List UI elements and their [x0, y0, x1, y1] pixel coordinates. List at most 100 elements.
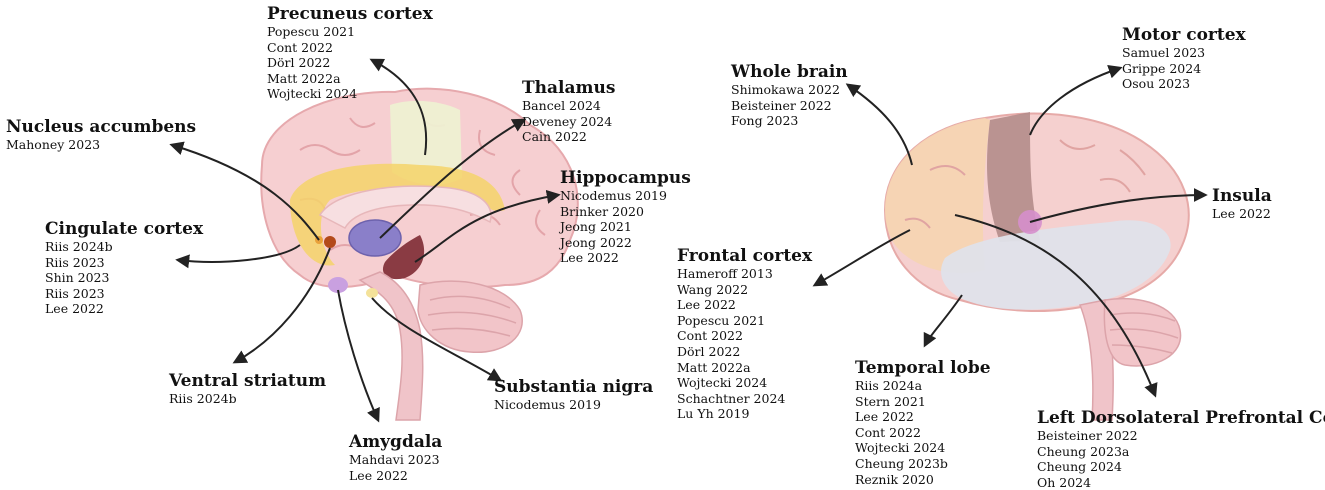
- label-insula: Insula Lee 2022: [1212, 186, 1272, 222]
- reference: Shin 2023: [45, 270, 110, 286]
- sagittal-brain-illustration: [260, 87, 579, 421]
- region-title: Left Dorsolateral Prefrontal Cortex: [1037, 408, 1325, 428]
- reference: Lee 2022: [560, 250, 619, 266]
- arrow-insula: [1029, 188, 1208, 223]
- region-title: Thalamus: [522, 78, 616, 98]
- corpus-callosum: [318, 185, 492, 230]
- reference: Riis 2023: [45, 285, 105, 301]
- reference: Cheung 2023b: [855, 455, 948, 471]
- reference: Samuel 2023: [1122, 45, 1206, 60]
- reference: Schachtner 2024: [677, 390, 786, 406]
- reference: Jeong 2022: [560, 234, 632, 250]
- reference: Cheung 2024: [1037, 459, 1122, 475]
- reference: Wojtecki 2024: [267, 86, 358, 102]
- arrow-thalamus: [379, 118, 527, 239]
- reference: Bancel 2024: [522, 98, 601, 113]
- temporal-lobe-region: [941, 220, 1171, 310]
- label-substantia-nigra: Substantia nigra Nicodemus 2019: [494, 377, 653, 413]
- reference: Riis 2024b: [169, 391, 237, 406]
- amygdala-shape: [328, 277, 348, 293]
- region-title: Substantia nigra: [494, 377, 654, 397]
- arrow-hippocampus: [414, 189, 561, 263]
- reference: Fong 2023: [731, 113, 799, 129]
- region-title: Temporal lobe: [855, 358, 991, 378]
- label-left-dorsolateral-prefrontal-cortex: Left Dorsolateral Prefrontal Cortex Beis…: [1037, 408, 1325, 490]
- arrow-motor-cortex: [1029, 64, 1123, 136]
- reference: Riis 2023: [45, 254, 105, 270]
- cerebellum-lateral-folia: [1109, 312, 1179, 354]
- label-cingulate-cortex: Cingulate cortex Riis 2024b Riis 2023 Sh…: [45, 219, 203, 317]
- reference: Nicodemus 2019: [494, 397, 601, 412]
- reference: Shimokawa 2022: [731, 82, 840, 97]
- region-title: Ventral striatum: [169, 371, 327, 391]
- reference: Popescu 2021: [267, 24, 356, 39]
- lateral-brain-illustration: [883, 112, 1190, 421]
- reference: Beisteiner 2022: [731, 97, 832, 113]
- cerebellum-lateral: [1103, 298, 1182, 367]
- reference: Cheung 2023a: [1037, 443, 1130, 459]
- reference: Popescu 2021: [677, 312, 766, 328]
- reference: Oh 2024: [1037, 474, 1092, 490]
- hippocampus-shape: [382, 235, 425, 280]
- reference: Wojtecki 2024: [677, 375, 768, 391]
- reference: Cont 2022: [855, 424, 921, 440]
- reference: Reznik 2020: [855, 471, 934, 487]
- region-title: Amygdala: [349, 432, 443, 452]
- reference: Matt 2022a: [267, 70, 341, 86]
- reference: Mahoney 2023: [6, 137, 101, 152]
- sulci-lateral: [904, 139, 1146, 229]
- motor-cortex-region: [987, 112, 1040, 242]
- reference: Cont 2022: [267, 39, 333, 55]
- arrow-temporal-lobe: [923, 294, 963, 348]
- arrow-frontal-cortex: [812, 229, 911, 287]
- label-hippocampus: Hippocampus Nicodemus 2019 Brinker 2020 …: [560, 168, 691, 266]
- reference: Wang 2022: [677, 281, 749, 297]
- pointer-arrows: [169, 58, 1208, 423]
- reference: Riis 2024b: [45, 239, 113, 254]
- cerebellum: [417, 280, 523, 353]
- label-whole-brain: Whole brain Shimokawa 2022 Beisteiner 20…: [731, 62, 848, 129]
- label-frontal-cortex: Frontal cortex Hameroff 2013 Wang 2022 L…: [677, 246, 812, 422]
- cerebellum-folia: [427, 295, 517, 337]
- reference: Beisteiner 2022: [1037, 428, 1138, 443]
- arrow-ventral-striatum: [232, 247, 331, 364]
- reference: Osou 2023: [1122, 76, 1191, 92]
- arrow-left-dlpfc: [954, 214, 1158, 398]
- reference: Lee 2022: [677, 297, 736, 313]
- region-title: Frontal cortex: [677, 246, 813, 266]
- region-title: Nucleus accumbens: [6, 117, 197, 137]
- region-title: Insula: [1212, 186, 1272, 206]
- reference: Riis 2024a: [855, 378, 923, 393]
- frontal-lobe-region: [885, 118, 990, 274]
- arrow-precuneus: [369, 58, 428, 156]
- reference: Lee 2022: [855, 409, 914, 425]
- arrow-whole-brain: [845, 83, 913, 166]
- brainstem: [358, 271, 424, 421]
- reference: Wojtecki 2024: [855, 440, 946, 456]
- reference: Deveney 2024: [522, 113, 613, 129]
- region-title: Whole brain: [731, 62, 848, 82]
- label-temporal-lobe: Temporal lobe Riis 2024a Stern 2021 Lee …: [855, 358, 991, 487]
- arrow-nucleus-accumbens: [169, 141, 320, 241]
- reference: Matt 2022a: [677, 359, 751, 375]
- reference: Lee 2022: [1212, 206, 1271, 221]
- reference: Dörl 2022: [677, 343, 741, 359]
- region-title: Precuneus cortex: [267, 4, 433, 24]
- reference: Nicodemus 2019: [560, 188, 667, 203]
- reference: Grippe 2024: [1122, 60, 1202, 76]
- label-precuneus-cortex: Precuneus cortex Popescu 2021 Cont 2022 …: [267, 4, 433, 102]
- label-thalamus: Thalamus Bancel 2024 Deveney 2024 Cain 2…: [522, 78, 615, 145]
- reference: Cont 2022: [677, 328, 743, 344]
- region-title: Motor cortex: [1122, 25, 1246, 45]
- reference: Stern 2021: [855, 393, 926, 409]
- reference: Lee 2022: [45, 301, 104, 317]
- reference: Mahdavi 2023: [349, 452, 440, 467]
- reference: Cain 2022: [522, 129, 587, 145]
- substantia-nigra-shape: [366, 288, 378, 298]
- arrow-amygdala: [337, 289, 380, 423]
- reference: Dörl 2022: [267, 55, 331, 71]
- ventral-striatum-shape: [324, 236, 336, 248]
- arrow-substantia-nigra: [371, 297, 503, 382]
- reference: Jeong 2021: [560, 219, 632, 235]
